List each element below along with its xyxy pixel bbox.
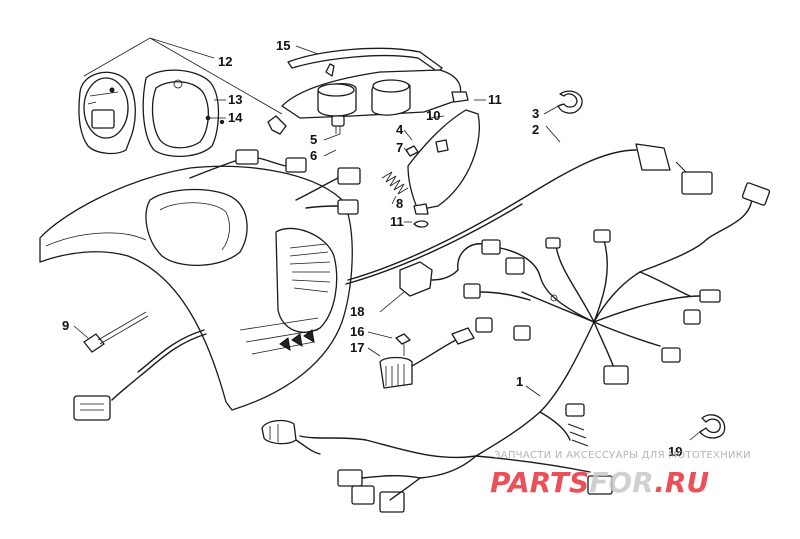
callout-2: 2 bbox=[532, 122, 539, 137]
headlight-bracket bbox=[281, 63, 469, 119]
cable-ring-upper bbox=[557, 90, 583, 114]
callout-1: 1 bbox=[516, 374, 523, 389]
callout-15: 15 bbox=[276, 38, 290, 53]
middle-connector-group bbox=[463, 239, 595, 341]
watermark-tagline: ЗАПЧАСТИ И АКСЕССУАРЫ ДЛЯ МОТОТЕХНИКИ bbox=[494, 450, 751, 461]
callout-16: 16 bbox=[350, 324, 364, 339]
callout-17: 17 bbox=[350, 340, 364, 355]
headlight-housing-cover bbox=[407, 109, 480, 215]
wiring-harness-main bbox=[345, 143, 771, 385]
leader-12-bracket bbox=[83, 37, 283, 115]
callout-11-upper: 11 bbox=[488, 92, 502, 107]
callout-9: 9 bbox=[62, 318, 69, 333]
callout-3: 3 bbox=[532, 106, 539, 121]
callout-13: 13 bbox=[228, 92, 242, 107]
callout-19: 19 bbox=[668, 444, 682, 459]
wiring-harness-lower bbox=[261, 321, 613, 513]
resistor-block bbox=[379, 327, 475, 389]
mounting-screw bbox=[83, 311, 149, 353]
headlight-bulb-socket bbox=[267, 115, 345, 135]
callout-12: 12 bbox=[218, 54, 232, 69]
callout-7: 7 bbox=[396, 140, 403, 155]
callout-labels: 1 2 3 4 5 6 7 8 9 10 11 11 12 13 14 15 1… bbox=[62, 38, 682, 459]
callout-5: 5 bbox=[310, 132, 317, 147]
watermark-logo-accent: FOR bbox=[589, 466, 654, 499]
diagnostic-connector bbox=[73, 329, 207, 421]
gauge-housing-bezel bbox=[142, 69, 225, 158]
voltage-module bbox=[399, 243, 485, 297]
watermark-logo: PARTSFOR.RU bbox=[490, 466, 709, 499]
callout-18: 18 bbox=[350, 304, 364, 319]
callout-10: 10 bbox=[426, 108, 440, 123]
site-watermark: ЗАПЧАСТИ И АКСЕССУАРЫ ДЛЯ МОТОТЕХНИКИ PA… bbox=[490, 450, 751, 499]
callout-4: 4 bbox=[396, 122, 404, 137]
cluster-sub-harness bbox=[189, 149, 361, 215]
callout-8: 8 bbox=[396, 196, 403, 211]
watermark-logo-domain: .RU bbox=[654, 466, 709, 499]
adjuster-spring bbox=[381, 145, 419, 195]
callout-14: 14 bbox=[228, 110, 243, 125]
front-fairing-hood bbox=[39, 165, 353, 411]
callout-6: 6 bbox=[310, 148, 317, 163]
callout-11-lower: 11 bbox=[390, 214, 404, 229]
cable-ring-lower bbox=[699, 414, 726, 439]
gauge-cluster bbox=[78, 71, 136, 155]
watermark-logo-main: PARTS bbox=[490, 466, 589, 499]
retainer-clip bbox=[413, 220, 429, 228]
